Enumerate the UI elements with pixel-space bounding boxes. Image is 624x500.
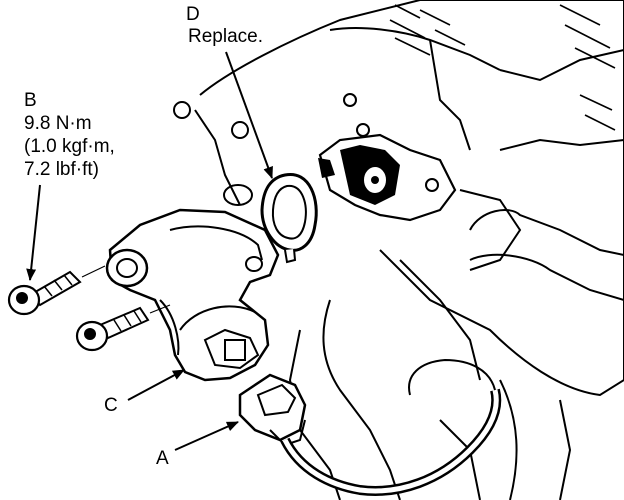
callout-b-torque-kgf: (1.0 kgf·m,: [24, 136, 115, 157]
connector: [238, 358, 502, 496]
bolt-lower: [75, 304, 171, 352]
block-hatching: [389, 4, 616, 131]
callout-b-torque-nm: 9.8 N·m: [24, 113, 92, 134]
arrow-d: [225, 51, 273, 179]
valve-housing: [105, 208, 280, 382]
arrow-b: [26, 184, 41, 281]
sensor-mount: [318, 133, 457, 222]
callout-c-letter: C: [104, 395, 118, 416]
callout-d-note: Replace.: [188, 26, 263, 47]
leader-arrows: [26, 51, 273, 451]
callout-b-torque-lbf: 7.2 lbf·ft): [24, 159, 99, 180]
arrow-a: [174, 421, 239, 451]
arrow-c: [127, 369, 185, 401]
gasket: [260, 173, 318, 264]
callout-a-letter: A: [156, 448, 169, 469]
bolt-upper: [7, 265, 106, 316]
callout-d-letter: D: [186, 4, 200, 25]
callout-b-letter: B: [24, 90, 37, 111]
